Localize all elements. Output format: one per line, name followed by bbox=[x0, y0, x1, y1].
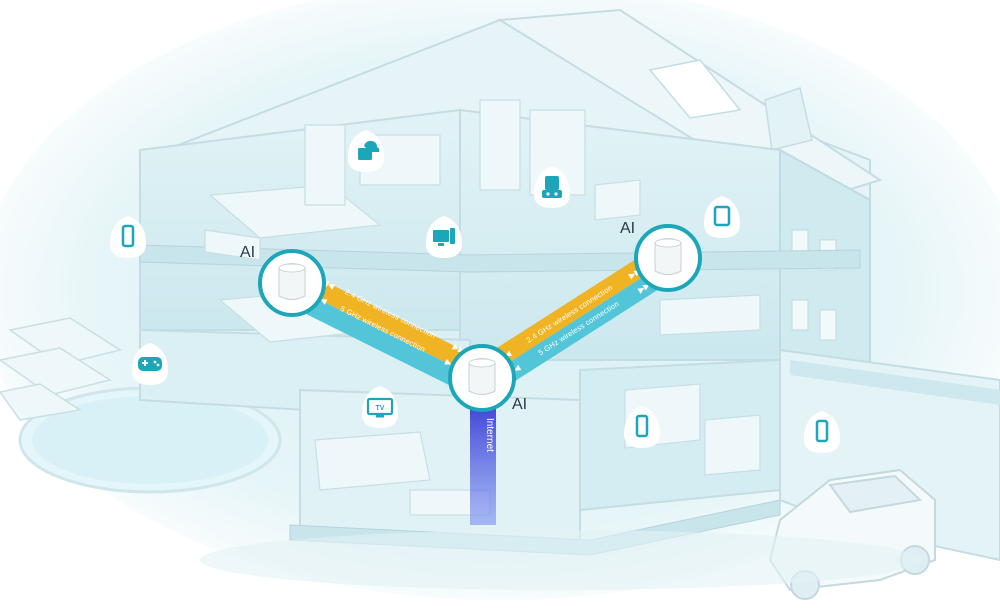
lounge-chairs bbox=[0, 317, 122, 421]
mesh-node-center bbox=[448, 344, 516, 412]
cloud-storage-icon bbox=[348, 130, 384, 172]
left-24ghz-band bbox=[294, 270, 489, 380]
desktop-computer-icon bbox=[426, 216, 462, 258]
right-24ghz-band bbox=[478, 250, 660, 376]
pool bbox=[18, 386, 282, 494]
tv-icon: TV bbox=[362, 386, 398, 428]
gamepad-icon bbox=[132, 343, 168, 385]
right-5ghz-band bbox=[488, 266, 670, 392]
svg-text:TV: TV bbox=[376, 405, 385, 412]
ground-shadow bbox=[200, 530, 920, 590]
furniture bbox=[204, 99, 761, 516]
mesh-node-right bbox=[634, 224, 702, 292]
internet-link: Internet bbox=[470, 400, 496, 525]
right-node-ai-badge: AI bbox=[620, 220, 635, 237]
phone-icon-kitchen bbox=[624, 406, 660, 448]
phone-icon-garage bbox=[804, 411, 840, 453]
mesh-node-left bbox=[258, 249, 326, 317]
smart-home-hub-icon bbox=[534, 166, 570, 208]
left-node-ai-badge: AI bbox=[240, 244, 255, 261]
center-node-ai-badge: AI bbox=[512, 396, 527, 413]
internet-label: Internet bbox=[484, 418, 495, 452]
left-5ghz-band bbox=[286, 287, 481, 397]
tablet-icon bbox=[704, 196, 740, 238]
phone-icon-left-wall bbox=[110, 216, 146, 258]
